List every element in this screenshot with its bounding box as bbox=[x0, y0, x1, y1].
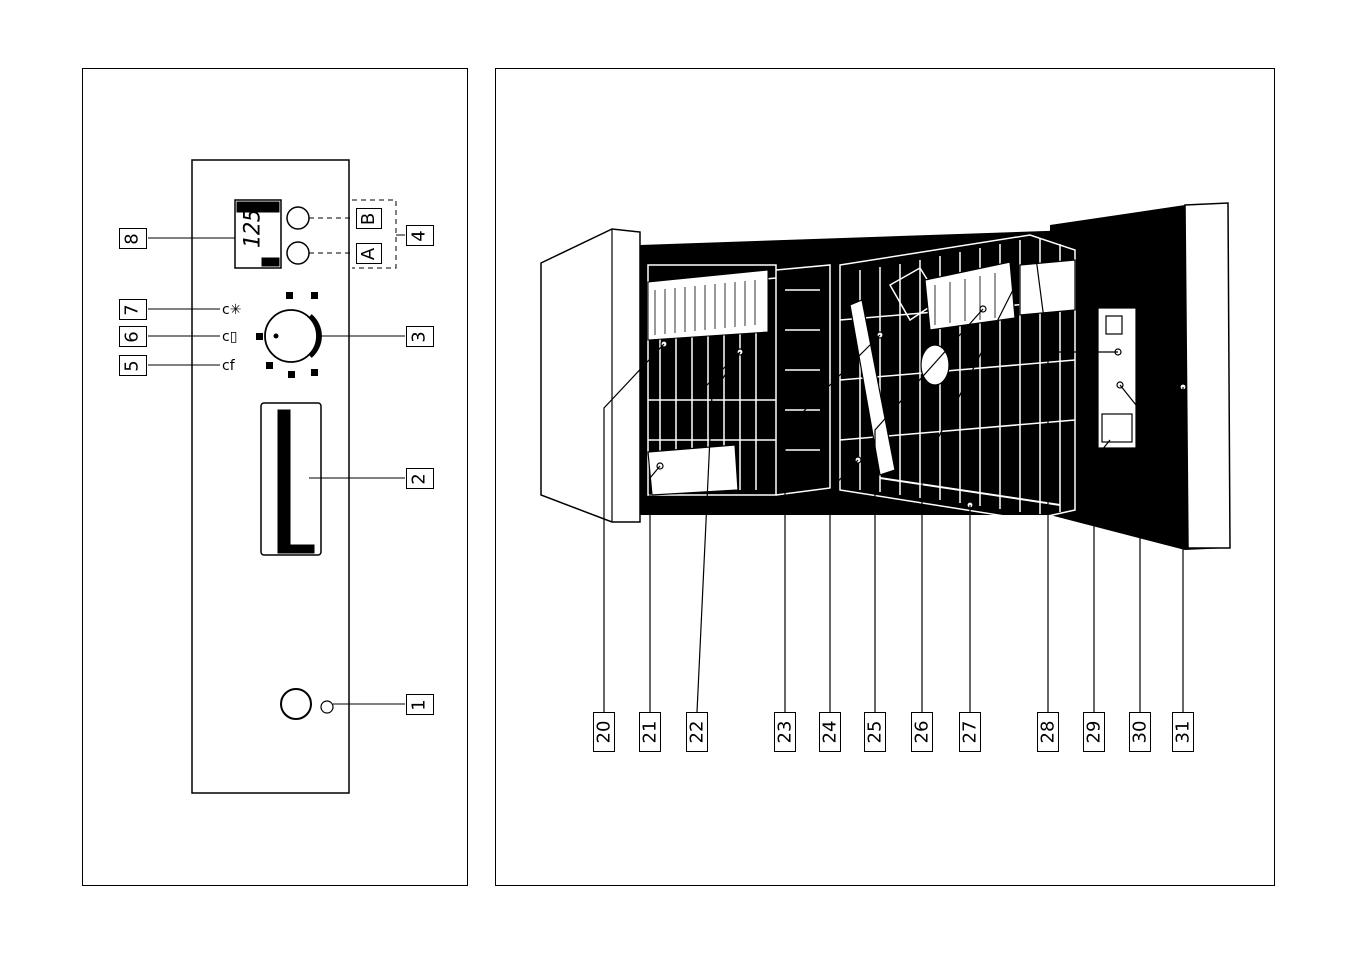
callout-a: A bbox=[356, 243, 382, 264]
callout-24: 24 bbox=[819, 712, 841, 752]
callout-5: 5 bbox=[119, 355, 147, 376]
display-shade-bottom bbox=[262, 258, 279, 266]
svg-text:c▯: c▯ bbox=[222, 329, 237, 345]
svg-text:cf: cf bbox=[222, 358, 236, 374]
callout-3: 3 bbox=[406, 326, 434, 347]
callout-23: 23 bbox=[774, 712, 796, 752]
callout-6: 6 bbox=[119, 326, 147, 347]
callout-2: 2 bbox=[406, 468, 434, 489]
svg-text:c✳: c✳ bbox=[222, 302, 241, 318]
detergent-dispenser bbox=[1098, 308, 1136, 448]
callout-25: 25 bbox=[864, 712, 886, 752]
callout-28: 28 bbox=[1037, 712, 1059, 752]
callout-31: 31 bbox=[1172, 712, 1194, 752]
display-readout: 125 bbox=[240, 209, 265, 249]
callout-30: 30 bbox=[1129, 712, 1151, 752]
callout-27: 27 bbox=[959, 712, 981, 752]
callout-8: 8 bbox=[119, 228, 147, 249]
callout-4: 4 bbox=[406, 225, 434, 246]
callout-21: 21 bbox=[639, 712, 661, 752]
callout-26: 26 bbox=[911, 712, 933, 752]
cutlery-basket bbox=[648, 445, 738, 495]
callout-b: B bbox=[356, 208, 382, 229]
dishwasher-drawing bbox=[541, 203, 1230, 550]
button-a-circle bbox=[287, 242, 309, 264]
callout-7: 7 bbox=[119, 299, 147, 320]
callout-29: 29 bbox=[1083, 712, 1105, 752]
power-button bbox=[281, 689, 311, 719]
control-strip bbox=[192, 160, 349, 793]
button-b-circle bbox=[287, 207, 309, 229]
door-handle bbox=[261, 403, 321, 555]
callout-22: 22 bbox=[686, 712, 708, 752]
callout-1: 1 bbox=[406, 694, 434, 715]
callout-20: 20 bbox=[593, 712, 615, 752]
